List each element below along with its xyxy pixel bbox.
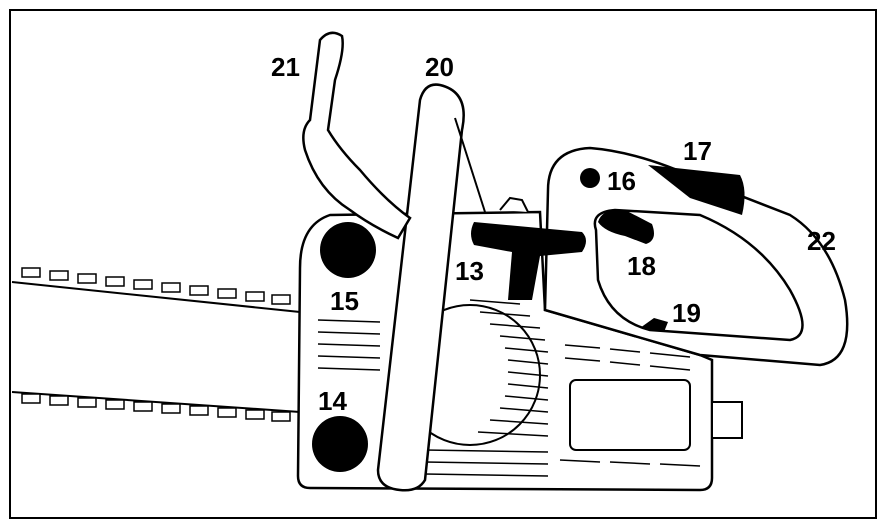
callout-13: 13	[455, 256, 484, 286]
chain-links-bottom	[21, 393, 291, 422]
part-19-lockout	[640, 318, 668, 332]
part-17-black-wedge	[648, 165, 745, 215]
hand-guard	[302, 31, 412, 240]
label-panel	[569, 379, 691, 451]
chain-links-top	[21, 267, 291, 305]
callout-17: 17	[683, 136, 712, 166]
part-13-t-handle	[471, 222, 586, 300]
front-handle	[376, 83, 465, 492]
part-16-black-dot	[580, 168, 600, 188]
callout-19: 19	[672, 298, 701, 328]
callout-20: 20	[425, 52, 454, 82]
callout-16: 16	[607, 166, 636, 196]
callout-14: 14	[318, 386, 347, 416]
callout-18: 18	[627, 251, 656, 281]
rear-nub	[711, 401, 743, 439]
callout-22: 22	[807, 226, 836, 256]
guide-bar	[11, 267, 301, 422]
part-15-black-disk	[320, 222, 376, 278]
callout-21: 21	[271, 52, 300, 82]
starter-grille	[317, 299, 549, 477]
callout-15: 15	[330, 286, 359, 316]
part-14-black-disk	[312, 416, 368, 472]
side-vents	[559, 344, 701, 467]
part-18-trigger	[598, 209, 654, 244]
